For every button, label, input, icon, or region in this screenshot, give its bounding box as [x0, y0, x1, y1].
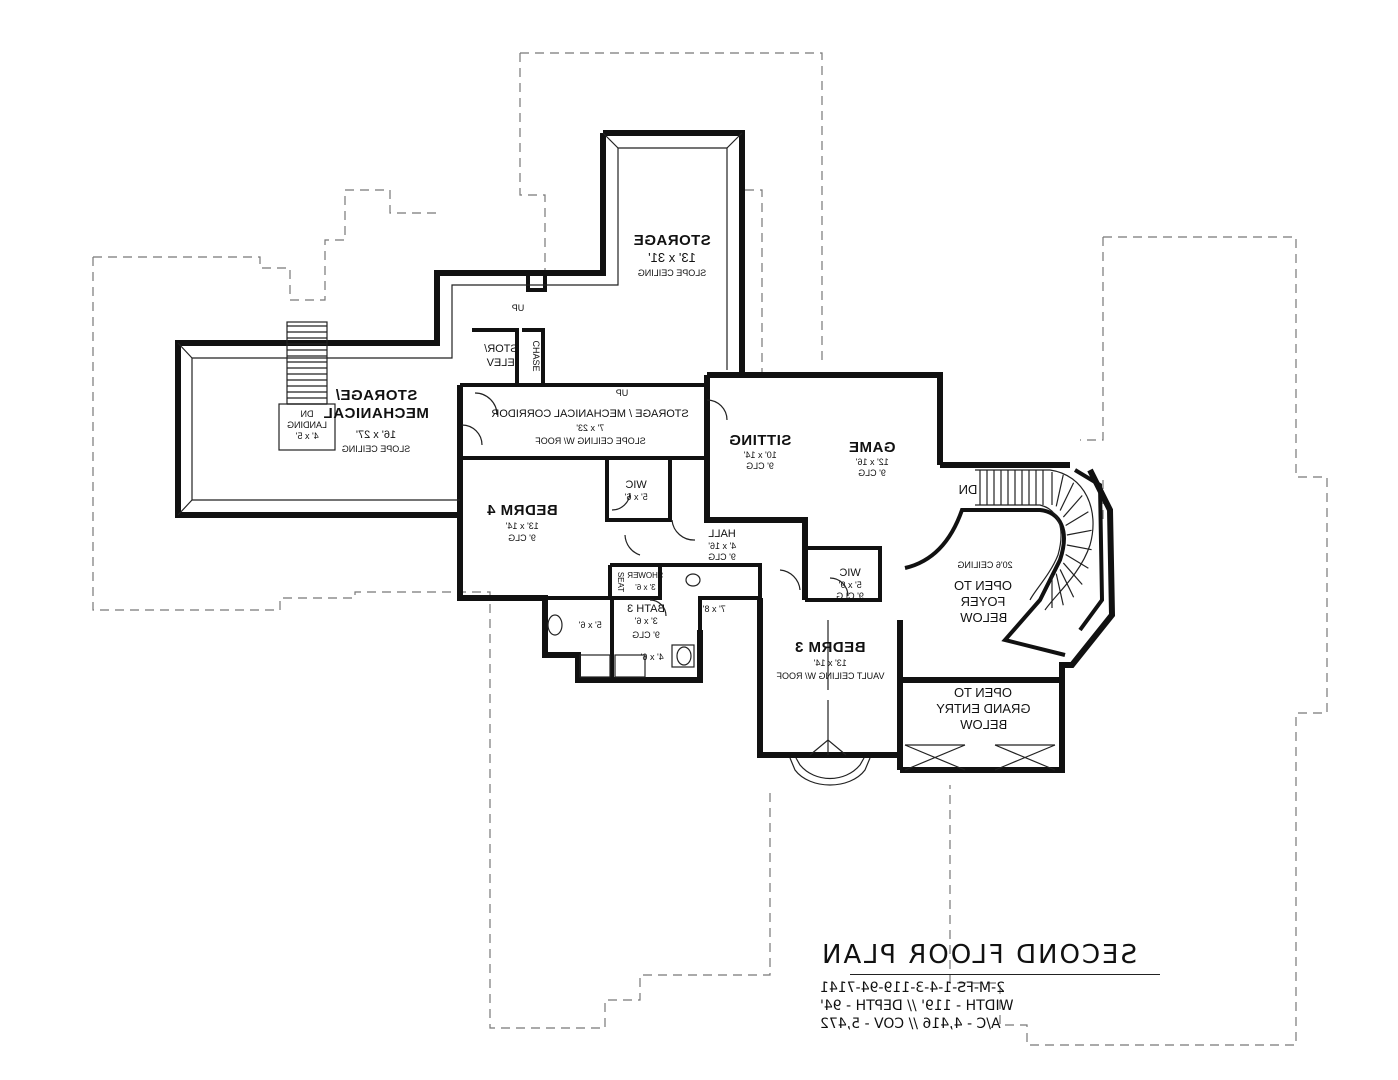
bay-window — [789, 739, 871, 786]
storage-top-name: STORAGE — [633, 232, 710, 249]
bedrm3-note: VAULT CEILING W/ ROOF — [776, 671, 885, 681]
plan-title: SECOND FLOOR PLAN — [820, 940, 1138, 970]
stair-tread — [1062, 562, 1083, 585]
wic2-size: 5' x 9' — [839, 580, 862, 590]
shower-name: SHOWER — [627, 571, 663, 580]
foyer-ceiling: 20'6 CEILING — [957, 560, 1012, 570]
hall-name: HALL — [708, 528, 736, 540]
bath3-name: BATH 3 — [627, 603, 665, 615]
sitting-note: 9' CLG — [746, 461, 774, 471]
stair-tread — [1059, 482, 1075, 511]
shower-size: 3' x 6' — [635, 583, 656, 592]
sitting-size: 10' x 14' — [744, 450, 777, 460]
wic1-size: 5' x 6' — [625, 492, 648, 502]
door-swings — [461, 392, 849, 617]
exterior-walls — [175, 130, 1116, 773]
grand-entry-line3: BELOW — [960, 717, 1008, 732]
dn-label: DN — [959, 482, 978, 497]
dim-5x6: 5' x 6' — [579, 620, 602, 630]
interior-walls — [460, 270, 1105, 680]
stair-tread — [1065, 554, 1089, 569]
stor-elev-1: STOR/ — [483, 343, 517, 355]
bath-fixtures — [547, 573, 701, 678]
bedrm4-name: BEDRM 4 — [486, 502, 557, 519]
game-note: 9' CLG — [858, 468, 886, 478]
stair-tread — [1062, 495, 1083, 518]
game-size: 12' x 16' — [856, 457, 889, 467]
dim-7x8: 7' x 8' — [703, 604, 726, 614]
bath3-size: 3' x 6' — [635, 616, 658, 626]
stair-left — [278, 321, 336, 451]
plan-dimensions: WIDTH - 119' // DEPTH - 94' — [820, 998, 1014, 1014]
seat-label: SEAT — [616, 572, 625, 592]
landing-size: 4' x 5' — [296, 431, 319, 441]
bedrm4-note: 9' CLG — [508, 533, 536, 543]
up-label-1: UP — [512, 303, 525, 313]
grand-entry-line1: OPEN TO — [954, 685, 1012, 700]
roof-outline — [92, 52, 1328, 1046]
title-block: SECOND FLOOR PLAN 2-M-FS-1-4-3-119-94-71… — [820, 940, 1160, 1033]
stor-elev-2: ELEV — [486, 357, 515, 369]
storage-mech-size: 16' x 27' — [356, 429, 396, 441]
stair-tread — [1055, 474, 1064, 507]
stair-curved — [975, 469, 1094, 611]
dim-4x6: 4' x 6' — [641, 652, 664, 662]
corridor-note: SLOPE CEILING W/ ROOF — [535, 436, 646, 446]
bath3-note: 9' CLG — [632, 630, 660, 640]
bedrm4-size: 13' x 14' — [506, 521, 539, 531]
wic2-name: WIC — [839, 567, 860, 579]
sitting-name: SITTING — [729, 432, 792, 449]
landing-name: LANDING — [287, 420, 327, 430]
title-rule — [850, 974, 1160, 975]
stair-tread — [1066, 544, 1092, 551]
chase-label: CHASE — [531, 340, 541, 371]
hall-note: 9' CLG — [708, 552, 736, 562]
corridor-size: 7' x 23' — [576, 423, 604, 433]
storage-mech-name1: STORAGE/ — [335, 387, 417, 404]
stair-tread — [1066, 529, 1092, 536]
storage-mech-name2: MECHANICAL — [323, 405, 429, 422]
corridor-name: STORAGE / MECHANICAL CORRIDOR — [491, 408, 688, 420]
ceiling-lines — [177, 132, 1056, 771]
up-label-2: UP — [616, 388, 629, 398]
stair-tread — [1055, 573, 1064, 606]
storage-top-size: 13' x 31' — [648, 250, 696, 265]
wic1-name: WIC — [625, 479, 646, 491]
landing-dn: DN — [301, 409, 314, 419]
storage-mech-note: SLOPE CEILING — [342, 444, 411, 454]
room-labels: STORAGE 13' x 31' SLOPE CEILING STORAGE/… — [287, 232, 1031, 732]
stair-tread — [1065, 511, 1089, 526]
bedrm3-size: 13' x 14' — [814, 658, 847, 668]
foyer-line1: OPEN TO — [954, 578, 1012, 593]
game-name: GAME — [849, 439, 896, 456]
grand-entry-line2: GRAND ENTRY — [936, 701, 1031, 716]
wic2-note: 9' CLG — [836, 591, 864, 601]
storage-top-note: SLOPE CEILING — [638, 268, 707, 278]
plan-code: 2-M-FS-1-4-3-119-94-7141 — [820, 980, 1005, 996]
stair-tread — [1059, 569, 1075, 598]
foyer-line3: BELOW — [960, 610, 1008, 625]
hall-size: 4' x 16' — [708, 541, 736, 551]
foyer-line2: FOYER — [961, 594, 1006, 609]
plan-areas: A/C - 4,416 // COV - 5,472 — [820, 1016, 1001, 1032]
bedrm3-name: BEDRM 3 — [794, 639, 865, 656]
